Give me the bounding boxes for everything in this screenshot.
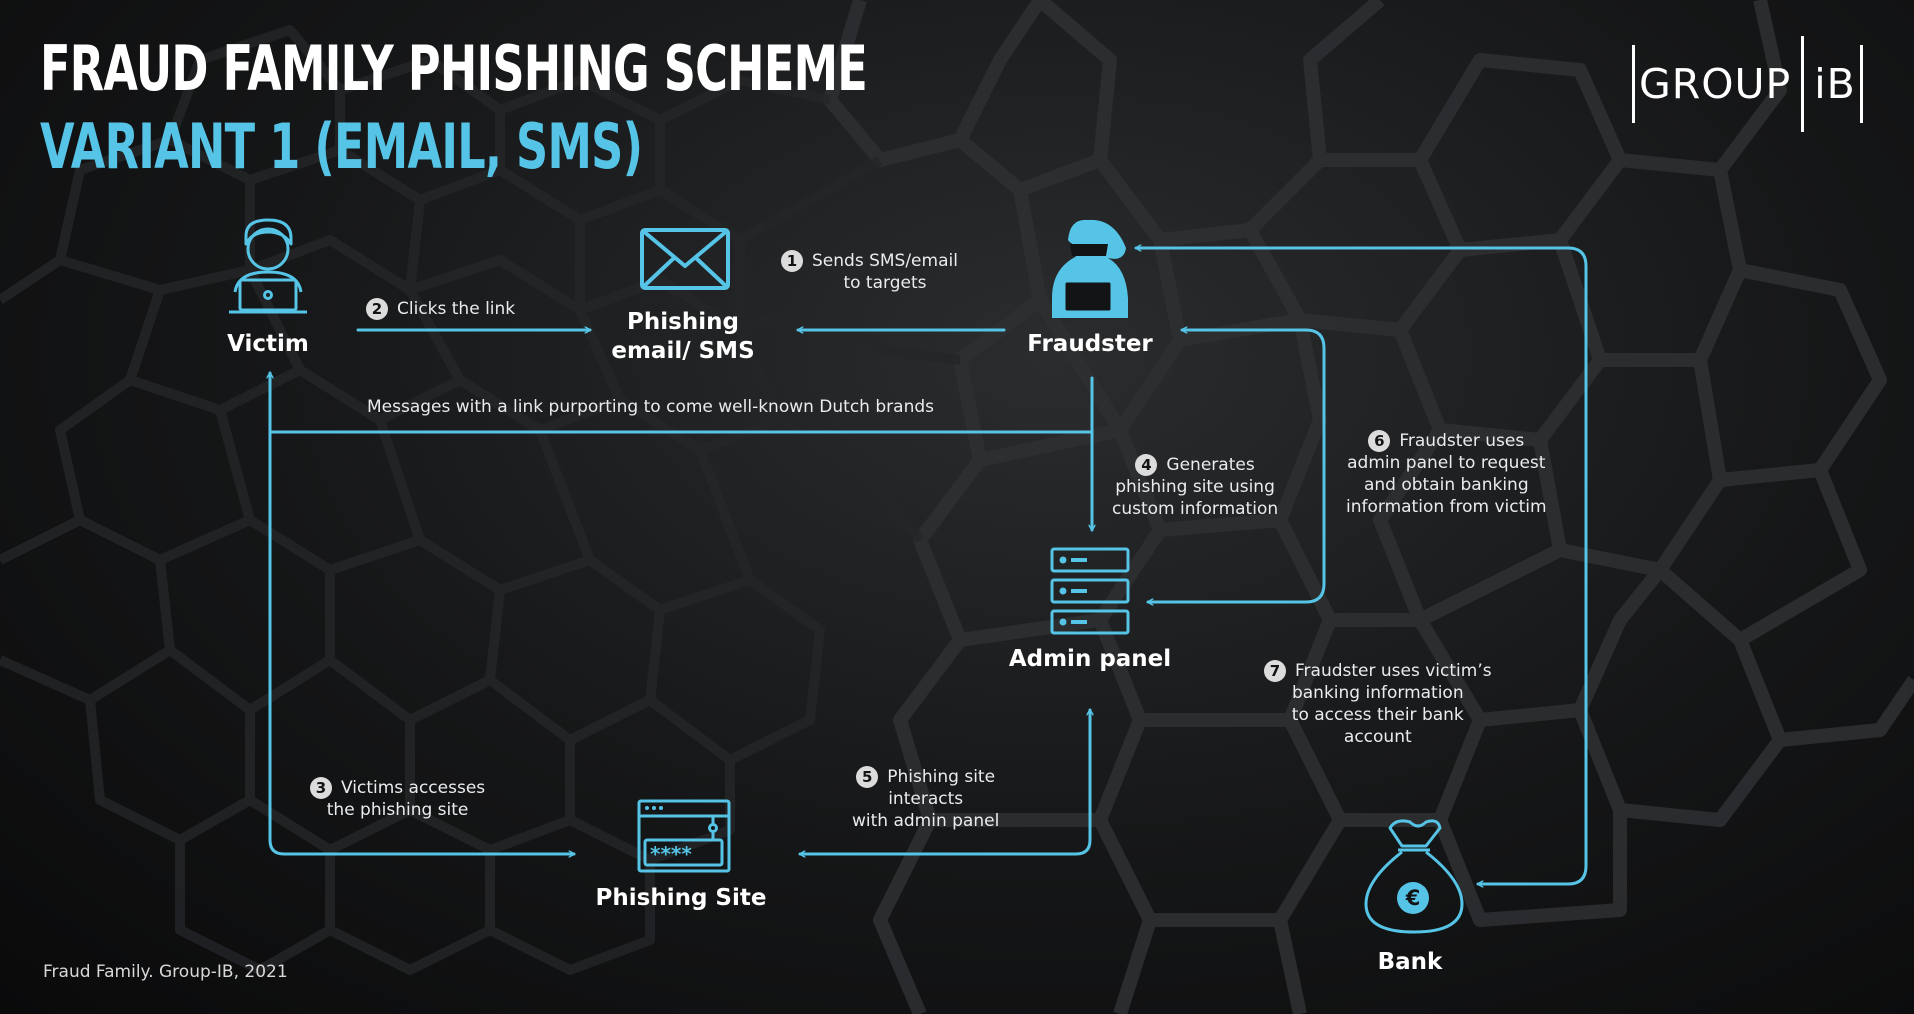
svg-text:****: **** [650,842,692,866]
svg-text:€: € [1405,886,1421,910]
messages-annotation: Messages with a link purporting to come … [367,397,934,417]
step-text: Fraudster uses [1399,431,1525,451]
server-stack-icon [1050,547,1130,635]
page-title: FRAUD FAMILY PHISHING SCHEME [40,32,868,105]
password-browser-icon: **** [637,799,731,873]
step-3-annotation: 3 Victims accesses the phishing site [310,777,485,821]
step-number: 1 [781,250,803,272]
step-text: Victims accesses [341,778,486,798]
step-text: interacts [888,789,964,809]
bank-label: Bank [1377,949,1443,975]
step-number: 5 [856,766,879,788]
page-subtitle: VARIANT 1 (EMAIL, SMS) [40,110,643,183]
step-text: the phishing site [326,800,469,820]
phishing-site-label: Phishing Site [595,885,767,911]
step-text: account [1343,727,1412,747]
step-text: Fraudster uses victim’s [1295,661,1492,681]
step-text: Clicks the link [397,299,516,319]
step-text: Sends SMS/email [812,251,958,271]
phishing-email-label-line: email/ SMS [611,338,755,364]
arrow-victim-to-site [268,430,576,854]
step-6-annotation: 6 Fraudster uses admin panel to request a… [1346,430,1547,518]
step-5-annotation: 5 Phishing site interacts with admin pane… [852,766,999,832]
step-text: to access their bank [1291,705,1464,725]
logo-text-right: iB [1814,60,1856,108]
step-text: to targets [843,273,927,293]
logo-bar-tall [1801,36,1805,132]
hooded-hacker-icon [1052,219,1128,318]
logo-text-left: GROUP [1639,60,1792,108]
arrow-site-admin-interaction [798,708,1090,854]
admin-panel-label: Admin panel [1008,646,1172,672]
step-text: banking information [1291,683,1464,703]
logo-bar [1859,45,1863,123]
euro-money-bag-icon: € [1364,819,1464,934]
step-2-annotation: 2 Clicks the link [366,298,515,320]
step-number: 2 [366,298,388,320]
step-text: Generates [1166,455,1255,475]
step-text: custom information [1112,499,1279,519]
step-text: and obtain banking [1363,475,1529,495]
fraudster-label: Fraudster [1027,331,1153,357]
step-4-annotation: 4 Generates phishing site using custom in… [1112,454,1278,520]
step-1-annotation: 1 Sends SMS/email to targets [781,250,958,294]
phishing-email-label-line: Phishing [627,309,739,335]
step-text: information from victim [1346,497,1547,517]
step-number: 7 [1264,660,1286,682]
step-number: 4 [1135,454,1158,476]
logo-bar [1632,45,1635,123]
group-ib-logo: GROUP iB [1632,36,1863,132]
step-number: 6 [1368,430,1391,452]
envelope-icon [640,228,730,290]
victim-label: Victim [227,331,309,357]
footer-credit: Fraud Family. Group-IB, 2021 [43,962,288,982]
person-laptop-icon [229,218,307,314]
step-number: 3 [310,777,332,799]
step-text: Phishing site [887,767,996,787]
step-text: admin panel to request [1347,453,1546,473]
phishing-email-label: Phishing email/ SMS [611,308,754,366]
step-text: phishing site using [1115,477,1275,497]
step-text: with admin panel [852,811,1000,831]
arrow-fraudster-bank [1134,248,1588,884]
step-7-annotation: 7 Fraudster uses victim’s banking informa… [1264,660,1492,748]
